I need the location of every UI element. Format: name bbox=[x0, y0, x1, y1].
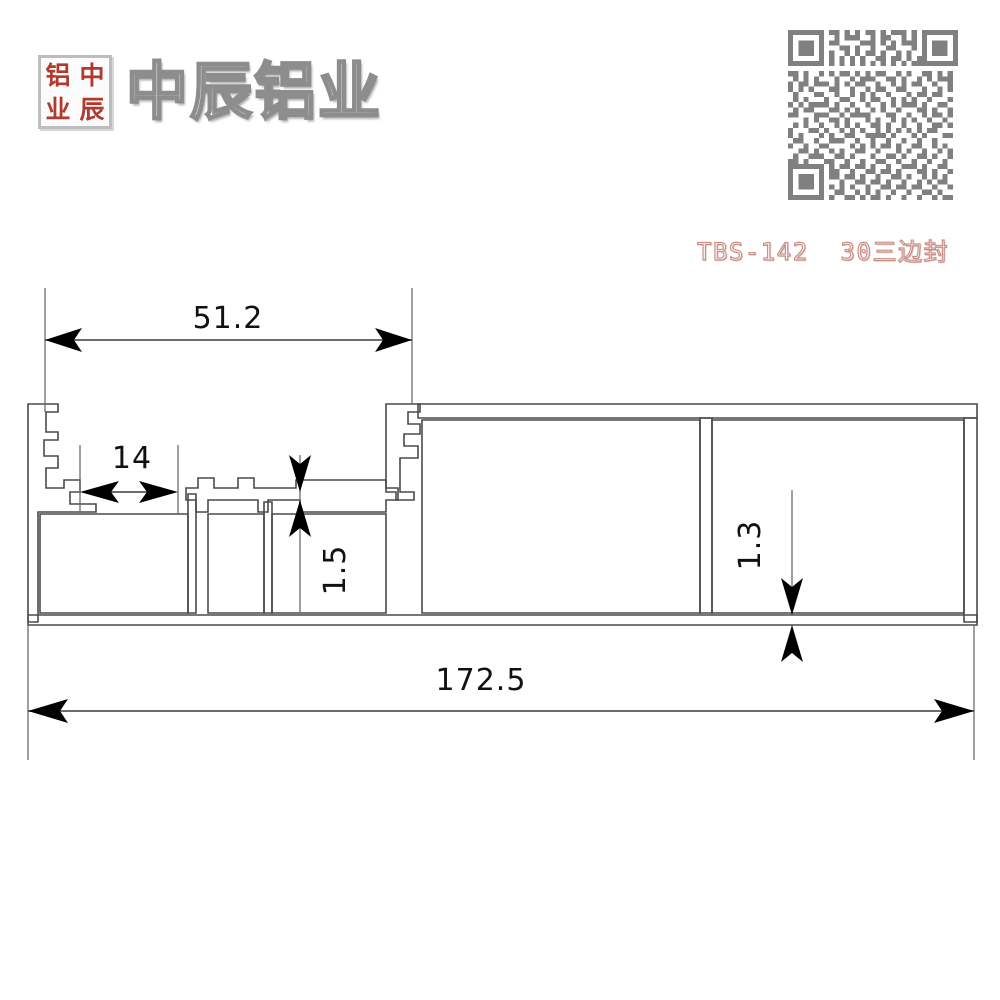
dimension-label-14: 14 bbox=[112, 441, 152, 476]
drawing-title: TBS-142 30三边封 bbox=[696, 237, 949, 266]
dimension-172-5: 172.5 bbox=[27, 625, 975, 760]
seal-char-2: 中 bbox=[79, 60, 105, 90]
company-logo: 铝 中 业 辰 中辰铝业 bbox=[38, 55, 382, 129]
seal-char-3: 业 bbox=[45, 94, 71, 124]
seal-char-4: 辰 bbox=[79, 94, 105, 124]
dimension-label-172-5: 172.5 bbox=[436, 663, 527, 698]
company-name-text: 中辰铝业 bbox=[125, 55, 383, 128]
seal-char-1: 铝 bbox=[45, 60, 71, 90]
qr-code-icon bbox=[788, 30, 958, 200]
dimension-label-51-2: 51.2 bbox=[193, 301, 264, 336]
dimension-1-3: 1.3 bbox=[733, 490, 803, 662]
logo-seal-stamp: 铝 中 业 辰 bbox=[38, 55, 112, 129]
profile-outline bbox=[27, 403, 978, 626]
dimension-51-2: 51.2 bbox=[44, 288, 413, 412]
dimension-1-5: 1.5 bbox=[289, 455, 353, 612]
dimension-label-1-5: 1.5 bbox=[318, 545, 353, 596]
dimension-14: 14 bbox=[79, 441, 179, 514]
dimension-label-1-3: 1.3 bbox=[733, 520, 768, 571]
